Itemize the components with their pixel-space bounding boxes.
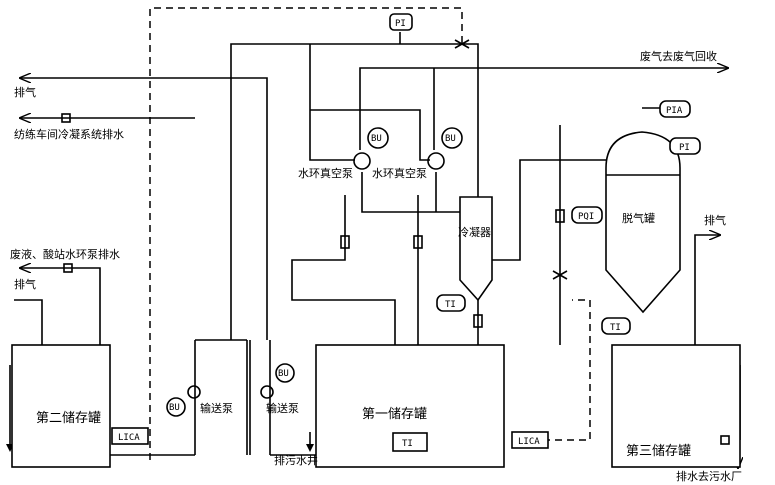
storage-tank-3 [611, 344, 741, 468]
transfer-pump-2-icon [260, 385, 274, 399]
pipe-vent-right [694, 235, 720, 345]
label-storage-2: 第二储存罐 [36, 411, 101, 426]
water-ring-pump-1-icon [353, 152, 371, 170]
tag-pia: PIA [666, 106, 683, 116]
tag-ti-storage1: TI [402, 439, 413, 449]
bu-indicator-3 [166, 397, 186, 417]
pipe-condenser-to-degasser [492, 159, 610, 261]
pipe-waste-gas [359, 68, 728, 100]
control-valve-top [454, 39, 470, 49]
bu-indicator-2 [441, 127, 463, 149]
valve-drain [720, 435, 730, 445]
label-spinning-condensate: 纺练车间冷凝系统排水 [14, 127, 124, 141]
tag-lica-2: LICA [518, 437, 540, 447]
tag-ti-condenser: TI [445, 300, 456, 310]
label-degassing-tank: 脱气罐 [622, 211, 655, 225]
tag-bu-3: BU [169, 403, 180, 413]
label-transfer-pump-1: 输送泵 [200, 401, 233, 415]
label-waste-gas: 废气去废气回收 [640, 49, 717, 63]
label-condenser: 冷凝器 [458, 225, 491, 239]
bu-indicator-1 [367, 127, 389, 149]
pqi-instrument [571, 206, 603, 224]
storage-tank-2 [11, 344, 111, 468]
label-waste-liquid: 废液、酸站水环泵排水 [10, 247, 120, 261]
pi-right-instrument [669, 137, 701, 155]
label-transfer-pump-2: 输送泵 [266, 401, 299, 415]
valve-pump1 [340, 235, 350, 249]
tag-pi-top: PI [395, 19, 406, 29]
pia-instrument [659, 100, 691, 118]
pipe-pump-loop-outer [310, 109, 430, 161]
tag-bu-2: BU [445, 134, 456, 144]
storage-tank-1 [315, 344, 505, 468]
tag-ti-degasser: TI [610, 323, 621, 333]
pipe-pump-loop-left [309, 44, 355, 161]
lica-1-instrument [111, 427, 149, 445]
lica-2-instrument [511, 431, 549, 449]
transfer-pump-frame-1 [194, 339, 248, 455]
degassing-tank [605, 131, 681, 314]
bu-indicator-4 [275, 363, 295, 383]
label-water-ring-pump-2: 水环真空泵 [372, 166, 427, 180]
control-valve-degasser [552, 270, 568, 280]
pipe-top-header [230, 43, 479, 340]
label-vent-left: 排气 [14, 277, 36, 291]
pipe-vent-left [14, 299, 43, 345]
valve-condensate [61, 113, 71, 123]
transfer-pump-1-icon [187, 385, 201, 399]
tag-bu-4: BU [278, 369, 289, 379]
pipe-pump1-down [291, 195, 396, 345]
valve-degasser [555, 209, 565, 223]
tag-bu-1: BU [371, 134, 382, 144]
label-storage-1: 第一储存罐 [362, 407, 427, 422]
label-vent-top: 排气 [14, 85, 36, 99]
ti-condenser-instrument [436, 294, 466, 312]
ti-storage1-instrument [392, 432, 428, 452]
ti-degasser-instrument [601, 317, 631, 335]
pipe-vent-top [20, 78, 268, 340]
label-water-ring-pump-1: 水环真空泵 [298, 166, 353, 180]
pipe-pump1-feed [361, 172, 460, 213]
pi-top-instrument [389, 13, 413, 31]
condenser [459, 196, 493, 302]
pipe-waste-liquid [20, 268, 101, 345]
tag-pi-right: PI [679, 143, 690, 153]
control-loop-top [149, 7, 463, 460]
valve-condenser-out [473, 314, 483, 328]
label-sewage-pit: 排污水井 [274, 453, 318, 467]
label-drain-to-plant: 排水去污水厂 [676, 469, 742, 483]
water-ring-pump-2-icon [427, 152, 445, 170]
label-vent-right: 排气 [704, 213, 726, 227]
control-loop-right [543, 299, 591, 441]
valve-pump2 [413, 235, 423, 249]
tag-pqi: PQI [578, 212, 594, 222]
tag-lica-1: LICA [118, 433, 140, 443]
label-storage-3: 第三储存罐 [626, 444, 691, 459]
valve-waste-liquid [63, 263, 73, 273]
